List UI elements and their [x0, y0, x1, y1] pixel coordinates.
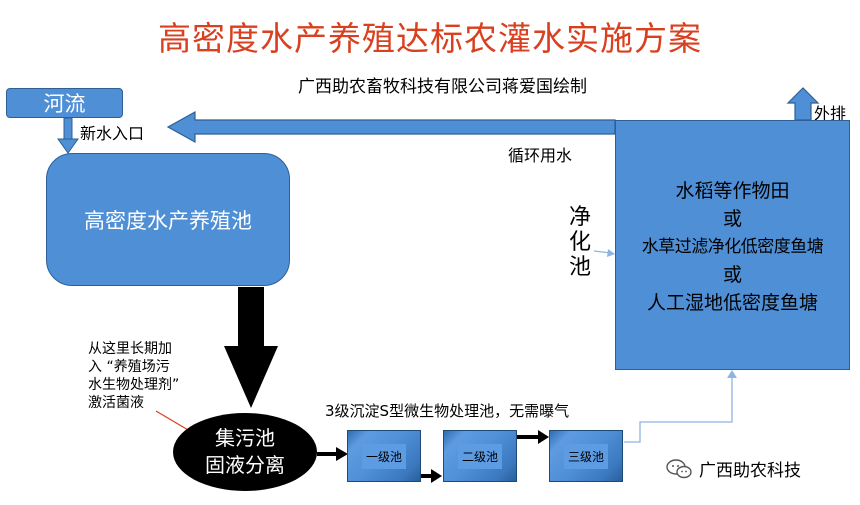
collector-line-2: 固液分离	[205, 453, 285, 477]
tank1-to-tank2-arrow	[420, 469, 442, 483]
discharge-label: 外排	[814, 104, 847, 123]
tank-level-1: 一级池	[347, 430, 421, 482]
purification-field-box: 水稻等作物田 或 水草过滤净化低密度鱼塘 或 人工湿地低密度鱼塘	[615, 120, 850, 370]
waste-water-label: 废水	[240, 315, 264, 365]
page-title: 高密度水产养殖达标农灌水实施方案	[158, 19, 702, 58]
tank3-to-field-line	[624, 376, 733, 443]
river-down-shaft	[63, 117, 73, 141]
treatment-agent-note: 从这里长期加 入 “养殖场污 水生物处理剂” 激活菌液	[88, 340, 179, 412]
field-line-2: 水草过滤净化低密度鱼塘	[641, 237, 824, 257]
waste-water-text: 废水	[241, 315, 263, 364]
field-line-3: 人工湿地低密度鱼塘	[646, 292, 818, 314]
tank2-to-tank3-arrow	[516, 430, 549, 444]
logo-text: 广西助农科技	[699, 461, 801, 481]
collector-line-1: 集污池	[215, 426, 275, 450]
river-down-head	[57, 138, 79, 154]
subtitle: 广西助农畜牧科技有限公司蒋爱国绘制	[298, 77, 587, 97]
tank-level-3: 三级池	[549, 430, 623, 482]
note-line-3: 水生物处理剂”	[88, 377, 180, 393]
tank-level-1-label: 一级池	[361, 443, 406, 469]
field-or-2: 或	[722, 264, 742, 286]
tank-caption: 3级沉淀S型微生物处理池，无需曝气	[325, 402, 570, 420]
collector-to-tank1-arrow	[317, 447, 348, 461]
aquaculture-pond: 高密度水产养殖池	[46, 153, 290, 286]
new-water-inlet-label: 新水入口	[80, 124, 145, 143]
note-line-4: 激活菌液	[88, 395, 144, 411]
note-line-1: 从这里长期加	[88, 341, 172, 357]
field-line-1: 水稻等作物田	[675, 180, 790, 202]
tank-level-2: 二级池	[443, 430, 517, 482]
tank-level-2-label: 二级池	[457, 443, 502, 469]
tank3-to-field-head	[727, 370, 737, 378]
note-line-2: 入 “养殖场污	[88, 359, 170, 375]
company-logo: 广西助农科技	[665, 456, 801, 481]
recycle-arrow	[166, 110, 616, 144]
aquaculture-pond-label: 高密度水产养殖池	[84, 208, 252, 233]
wechat-icon	[666, 458, 692, 478]
recycle-water-label: 循环用水	[508, 146, 573, 165]
purify-pond-text: 净化池	[568, 205, 591, 280]
purify-pointer-head	[607, 249, 615, 257]
field-or-1: 或	[722, 208, 742, 230]
sewage-collector: 集污池 固液分离	[173, 413, 317, 491]
tank-level-3-label: 三级池	[563, 443, 608, 469]
purify-pond-label: 净化池	[568, 205, 592, 280]
waste-water-arrow	[224, 287, 278, 408]
river-box: 河流	[6, 88, 123, 118]
discharge-arrow	[786, 87, 820, 121]
